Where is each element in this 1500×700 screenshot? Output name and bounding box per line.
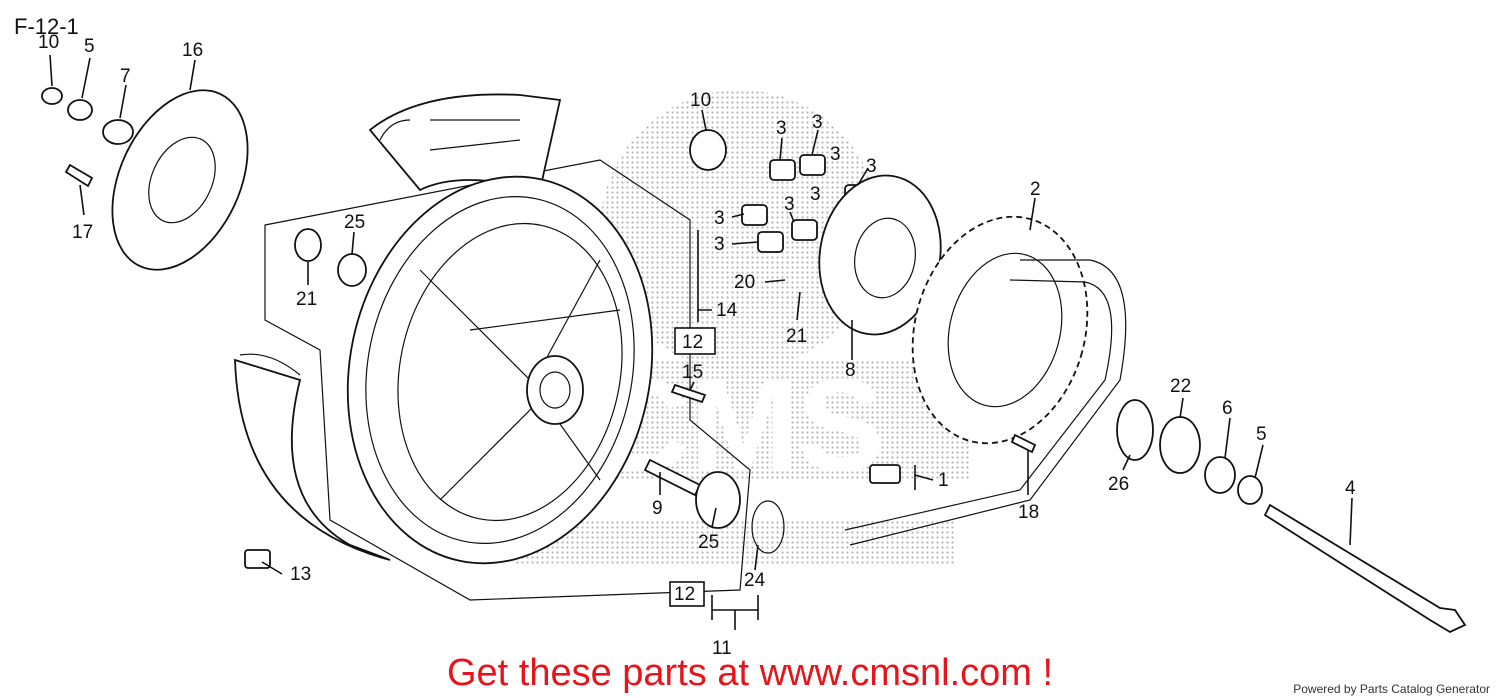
callout-22: 22 xyxy=(1170,376,1191,397)
callout-9: 9 xyxy=(652,498,663,519)
hardware-center xyxy=(643,129,785,554)
callout-3-c: 3 xyxy=(866,156,877,177)
brake-disc xyxy=(111,89,249,271)
hardware-left xyxy=(41,87,367,569)
callout-12-bottom: 12 xyxy=(674,584,695,605)
callout-26: 26 xyxy=(1108,474,1129,495)
callout-4: 4 xyxy=(1345,478,1356,499)
callout-18: 18 xyxy=(1018,502,1039,523)
callout-23: 21 xyxy=(296,289,317,310)
assembly-panel-outline xyxy=(264,159,751,601)
leader-lines xyxy=(49,54,1353,630)
drive-chain xyxy=(844,259,1127,546)
callout-3-e: 3 xyxy=(784,194,795,215)
callout-3-g: 3 xyxy=(810,184,821,205)
footer-credit: Powered by Parts Catalog Generator xyxy=(1293,682,1490,696)
hugger-fender xyxy=(368,93,562,192)
callout-3-f: 3 xyxy=(714,234,725,255)
callout-25-left: 25 xyxy=(344,212,365,233)
callout-12-box-top xyxy=(674,327,716,355)
callout-24: 24 xyxy=(744,570,766,591)
callout-3-d: 3 xyxy=(714,208,725,229)
callout-3-a: 3 xyxy=(776,118,787,139)
diagram-title: F-12-1 xyxy=(14,14,79,39)
callout-5-left: 5 xyxy=(84,36,95,57)
callout-15: 15 xyxy=(682,362,703,383)
callout-21: 21 xyxy=(786,326,807,347)
callout-5-right: 5 xyxy=(1256,424,1267,445)
callout-20: 20 xyxy=(734,272,755,293)
cta-banner[interactable]: Get these parts at www.cmsnl.com ! xyxy=(446,652,1054,694)
callout-17: 17 xyxy=(72,222,93,243)
callout-2: 2 xyxy=(1030,179,1041,200)
callout-7: 7 xyxy=(120,66,131,87)
hardware-right xyxy=(869,399,1467,634)
callout-11: 11 xyxy=(712,638,732,659)
callout-8: 8 xyxy=(845,360,856,381)
callout-14: 14 xyxy=(716,300,738,321)
callout-16: 16 xyxy=(182,40,203,61)
callout-10: 10 xyxy=(690,90,711,111)
callout-3-h: 3 xyxy=(830,144,841,165)
callout-19: 10 xyxy=(38,32,59,53)
callout-25-center: 25 xyxy=(698,532,719,553)
callout-12-box-bottom xyxy=(669,581,705,607)
callout-13: 13 xyxy=(290,564,311,585)
callout-3-b: 3 xyxy=(812,112,823,133)
lower-fender xyxy=(234,353,391,561)
callout-1: 1 xyxy=(938,470,949,491)
callout-labels: 10 5 7 16 17 21 25 10 3 3 3 3 3 3 3 3 20… xyxy=(38,32,1356,659)
callout-12-top: 12 xyxy=(682,332,703,353)
callout-6: 6 xyxy=(1222,398,1233,419)
driven-sprocket xyxy=(911,215,1089,445)
rear-wheel xyxy=(346,175,654,565)
sprocket-hub xyxy=(818,174,942,336)
